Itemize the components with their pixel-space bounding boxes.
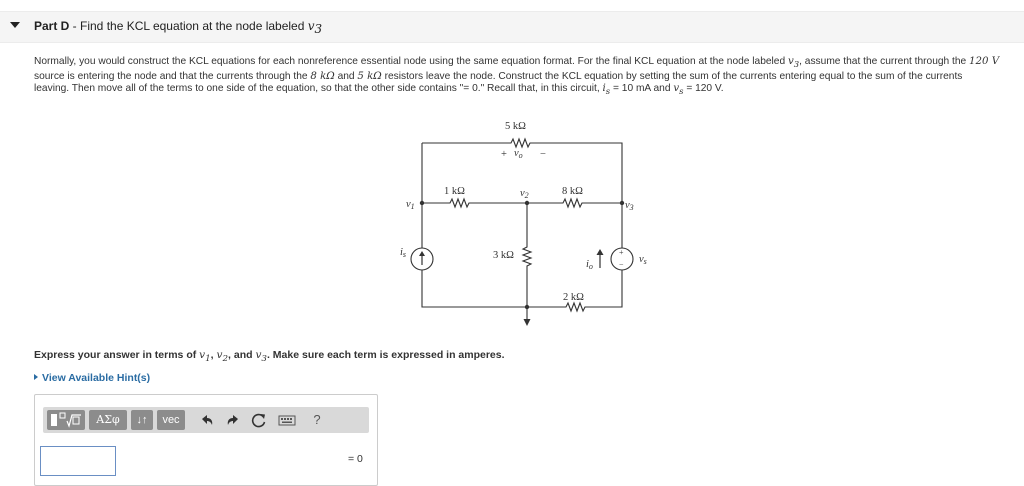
part-header[interactable]: Part D - Find the KCL equation at the no… xyxy=(0,11,1024,43)
undo-icon xyxy=(202,415,213,425)
label-io: io xyxy=(586,259,593,271)
label-vs-plus: + xyxy=(619,248,624,257)
label-v3: v3 xyxy=(625,200,634,212)
label-vo-minus: − xyxy=(540,149,546,160)
label-1k: 1 kΩ xyxy=(444,186,465,197)
undo-button[interactable] xyxy=(197,410,217,430)
label-is: is xyxy=(400,247,406,259)
label-vo: vo xyxy=(514,148,523,160)
redo-button[interactable] xyxy=(223,410,243,430)
keyboard-icon xyxy=(278,415,296,426)
view-hints-link[interactable]: View Available Hint(s) xyxy=(34,372,150,384)
label-2k: 2 kΩ xyxy=(563,292,584,303)
templates-button[interactable] xyxy=(47,410,85,430)
equals-zero-label: = 0 xyxy=(348,453,363,465)
templates-icon xyxy=(51,412,81,428)
label-vs: vs xyxy=(639,254,647,266)
label-v2: v2 xyxy=(520,188,529,200)
reset-button[interactable] xyxy=(249,410,269,430)
answer-instructions: Express your answer in terms of v1, v2, … xyxy=(34,349,505,365)
label-vo-plus: + xyxy=(501,149,507,160)
reset-icon xyxy=(251,413,266,428)
vector-button[interactable]: vec xyxy=(157,410,185,430)
label-5k: 5 kΩ xyxy=(505,121,526,132)
problem-text: Normally, you would construct the KCL eq… xyxy=(34,56,1000,98)
equation-toolbar: ΑΣφ ↓↑ vec ? xyxy=(43,407,369,433)
label-8k: 8 kΩ xyxy=(562,186,583,197)
label-3k: 3 kΩ xyxy=(493,250,514,261)
keyboard-button[interactable] xyxy=(277,410,297,430)
expand-triangle-icon xyxy=(34,374,38,380)
circuit-diagram: 5 kΩ + vo − 1 kΩ v1 v2 8 kΩ v3 is 3 kΩ i… xyxy=(400,121,647,326)
answer-input[interactable] xyxy=(40,446,116,476)
sort-button[interactable]: ↓↑ xyxy=(131,410,153,430)
redo-icon xyxy=(227,415,238,425)
label-vs-minus: − xyxy=(619,260,624,269)
collapse-caret-icon[interactable] xyxy=(10,22,20,28)
part-title: Part D - Find the KCL equation at the no… xyxy=(34,19,323,37)
help-button[interactable]: ? xyxy=(313,412,321,427)
greek-symbols-button[interactable]: ΑΣφ xyxy=(89,410,127,430)
label-v1: v1 xyxy=(406,199,415,211)
